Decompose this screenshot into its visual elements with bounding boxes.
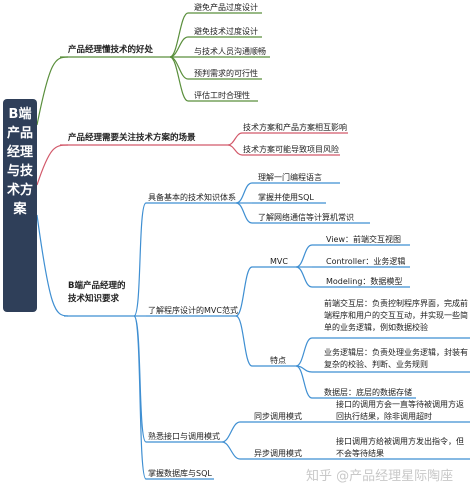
- branch-1-connectors: [36, 12, 270, 126]
- skill-interface-calls: 熟悉接口与调用模式: [148, 432, 220, 441]
- branch-1-item-2: 避免技术过度设计: [194, 27, 258, 36]
- branch-3-node: B端产品经理的技术知识要求: [68, 281, 126, 304]
- watermark: 知乎 @产品经理星际陶座: [306, 469, 454, 484]
- root-label: B端产品经理与技术方案: [6, 107, 33, 217]
- branch-1-node: 产品经理懂技术的好处: [68, 45, 154, 55]
- mvc-controller: Controller：业务逻辑: [326, 257, 406, 266]
- branch-1-item-4: 预判需求的可行性: [194, 69, 258, 78]
- branch-1-item-5: 评估工时合理性: [194, 91, 250, 100]
- features-node: 特点: [270, 356, 286, 365]
- mvc-view: View：前端交互视图: [326, 235, 401, 244]
- branch-3-connectors: [36, 182, 470, 480]
- feature-data-layer: 数据层：底层的数据存储: [324, 388, 412, 397]
- branch-2-connectors: [36, 132, 348, 186]
- skill-mvc-paradigm: 了解程序设计的MVC范式: [148, 306, 238, 315]
- async-call-node: 异步调用模式: [254, 449, 302, 458]
- skill-database-sql: 掌握数据库与SQL: [148, 469, 212, 478]
- branch-1-item-1: 避免产品过度设计: [194, 3, 258, 12]
- async-call-desc: 接口调用方给被调用方发出指令，但不会等待结果: [336, 437, 464, 458]
- mvc-modeling: Modeling：数据模型: [326, 277, 403, 286]
- skill-programming-language: 理解一门编程语言: [258, 173, 322, 182]
- feature-frontend-layer: 前端交互层：负责控制程序界面，完成前端程序和用户的交互互动，并实现一些简单的业务…: [324, 299, 468, 332]
- mvc-node: MVC: [270, 257, 288, 266]
- sync-call-node: 同步调用模式: [254, 412, 302, 421]
- feature-business-layer: 业务逻辑层：负责处理业务逻辑，封装有复杂的校验、判断、业务规则: [324, 348, 468, 369]
- branch-1-item-3: 与技术人员沟通顺畅: [194, 47, 266, 56]
- branch-2-item-2: 技术方案可能导致项目风险: [243, 145, 339, 154]
- branch-2-node: 产品经理需要关注技术方案的场景: [68, 133, 196, 143]
- root-node: B端产品经理与技术方案: [3, 99, 37, 312]
- skill-network: 了解网络通信等计算机常识: [258, 213, 354, 222]
- skill-tech-knowledge: 具备基本的技术知识体系: [148, 193, 236, 202]
- sync-call-desc: 接口的调用方会一直等待被调用方返回执行结果，除非调用超时: [336, 400, 464, 421]
- skill-sql: 掌握并使用SQL: [258, 193, 314, 202]
- branch-2-item-1: 技术方案和产品方案相互影响: [243, 123, 347, 132]
